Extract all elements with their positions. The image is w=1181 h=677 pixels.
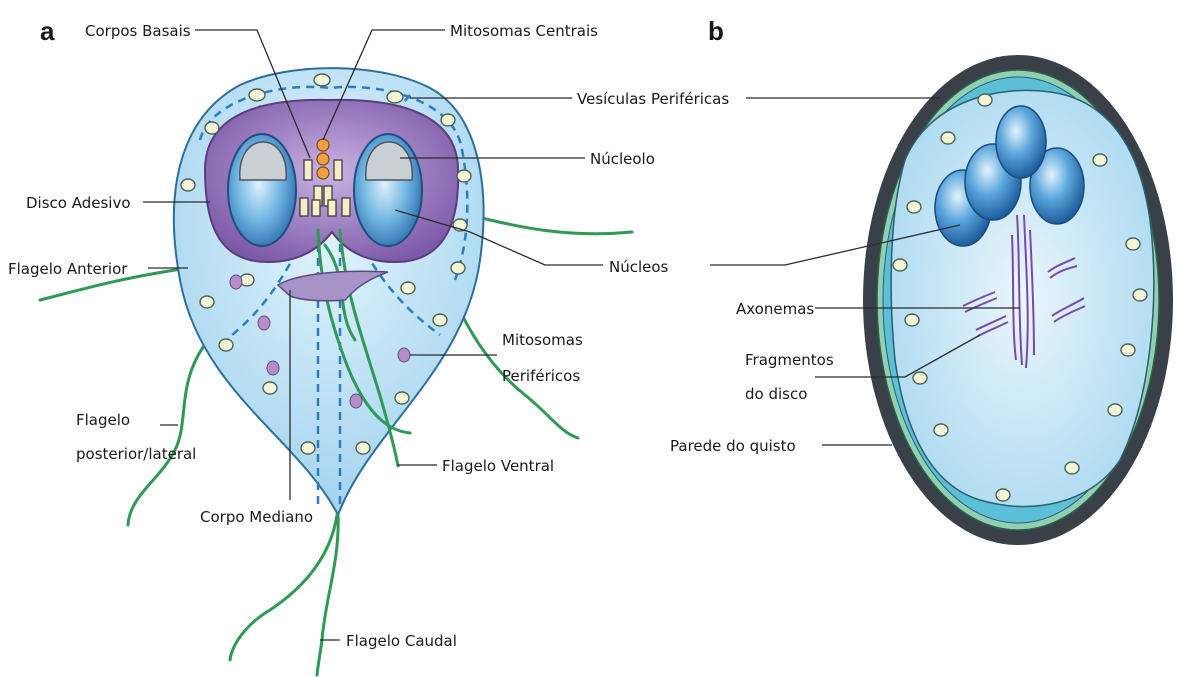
label-axonemas: Axonemas: [736, 300, 814, 318]
label-parede-quisto: Parede do quisto: [670, 437, 796, 455]
cyst: [863, 55, 1173, 545]
label-mitosomas-perifericos-2: Periféricos: [502, 367, 580, 385]
cyst-nucleus-3: [996, 106, 1046, 178]
label-nucleos: Núcleos: [609, 258, 669, 276]
label-disco-adesivo: Disco Adesivo: [26, 194, 131, 212]
label-flagelo-posterior-1: Flagelo: [76, 411, 130, 429]
label-nucleolo: Núcleolo: [590, 150, 655, 168]
label-vesiculas-perifericas: Vesículas Periféricas: [577, 90, 729, 108]
label-flagelo-caudal: Flagelo Caudal: [346, 632, 457, 650]
label-flagelo-anterior: Flagelo Anterior: [8, 260, 128, 278]
label-flagelo-posterior-2: posterior/lateral: [76, 445, 196, 463]
flagelo-anterior-right: [470, 215, 632, 234]
label-fragmentos-2: do disco: [745, 385, 807, 403]
panel-a-letter: a: [40, 16, 55, 46]
label-corpos-basais: Corpos Basais: [85, 22, 191, 40]
label-corpo-mediano: Corpo Mediano: [200, 508, 313, 526]
central-mitosomes: [317, 139, 329, 179]
label-mitosomas-perifericos-1: Mitosomas: [502, 331, 583, 349]
flagelo-caudal-2: [317, 515, 338, 675]
flagelo-posterior-lateral-left: [128, 338, 210, 525]
panel-b-letter: b: [708, 16, 724, 46]
label-fragmentos-1: Fragmentos: [745, 351, 834, 369]
label-flagelo-ventral: Flagelo Ventral: [442, 457, 554, 475]
label-mitosomas-centrais: Mitosomas Centrais: [450, 22, 598, 40]
